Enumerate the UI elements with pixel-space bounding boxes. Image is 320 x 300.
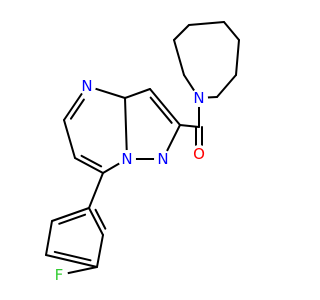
- atom-n-pyrimidine-label: N: [81, 77, 92, 95]
- bond-c3-c2: [149, 88, 181, 126]
- atom-n-pyrimidine: N: [78, 77, 96, 95]
- atom-f-fluoro-label: F: [55, 266, 64, 284]
- bond-a5-a6: [235, 39, 240, 76]
- bond-p4-p5: [45, 220, 53, 256]
- bond-c5-npy: [63, 91, 84, 121]
- bond-p3-p4-inner: [53, 250, 92, 262]
- bond-a1-a2: [173, 39, 185, 76]
- bond-c5-npy-inner: [69, 98, 85, 120]
- bond-p3-p4: [45, 254, 98, 268]
- atom-n-azepane-label: N: [193, 89, 204, 107]
- bond-naz-a1: [183, 74, 196, 93]
- atom-n-bridge: N: [118, 150, 136, 168]
- atom-f-fluoro: F: [50, 266, 68, 284]
- bond-a4-a5: [223, 21, 240, 41]
- bond-a6-a7: [216, 74, 237, 98]
- bond-p5-p1: [51, 207, 90, 222]
- bond-p1-p2-inner: [94, 208, 107, 230]
- atom-n-pyrazole-label: N: [157, 150, 168, 168]
- bond-c3a-c3: [124, 88, 151, 99]
- bond-layer: [45, 21, 240, 275]
- atom-o-carbonyl: O: [190, 145, 208, 163]
- bond-p2-p3: [96, 234, 104, 268]
- bond-c6-c5: [63, 119, 76, 159]
- bond-c7-c6: [74, 157, 104, 174]
- bond-nbr-c3a: [124, 97, 128, 153]
- atom-n-azepane: N: [190, 89, 208, 107]
- bond-p5-p1-inner: [58, 213, 87, 225]
- bond-p3-f: [65, 266, 98, 275]
- atom-n-bridge-label: N: [121, 150, 132, 168]
- bond-a3-a4: [188, 21, 225, 26]
- bond-c3-c2-inner: [149, 96, 173, 124]
- atom-n-pyrazole: N: [154, 150, 172, 168]
- atom-o-carbonyl-label: O: [193, 145, 205, 163]
- bond-nbr-c7: [102, 162, 122, 174]
- bond-c7-p1: [88, 172, 104, 209]
- bond-c2-npz: [165, 124, 181, 153]
- molecule-structure: N N N N O F: [45, 21, 240, 284]
- bond-a7-naz: [205, 96, 218, 99]
- bond-p1-p2: [88, 207, 104, 236]
- bond-npy-c3a: [93, 87, 126, 99]
- bond-a2-a3: [173, 24, 190, 41]
- bond-c7-c6-inner: [80, 154, 103, 168]
